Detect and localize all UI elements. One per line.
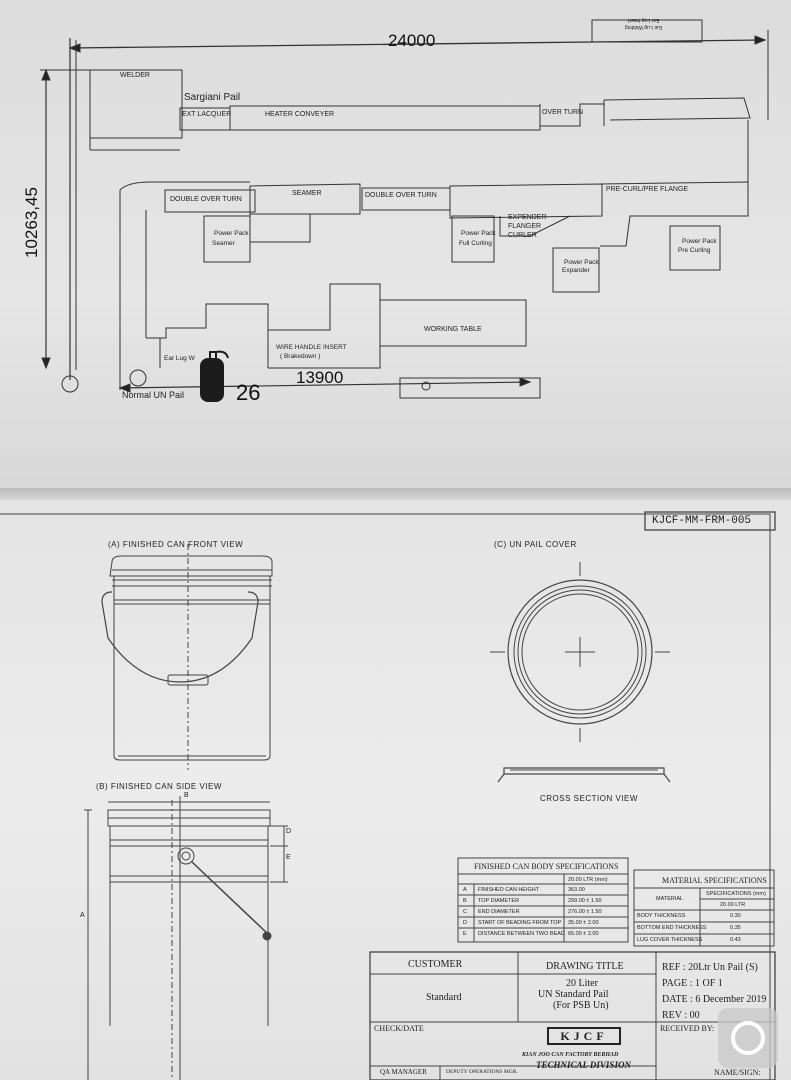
material-value: 0.35 [730,925,741,931]
floor-layout-drawing [40,19,769,402]
label-expender: EXPENDER [508,214,547,221]
label-pp-precurl-1: Power Pack [682,238,717,245]
qa-manager: QA MANAGER [380,1068,427,1076]
cross-section-title: CROSS SECTION VIEW [540,794,638,803]
spec-code: D [463,920,467,926]
label-over-turn: OVER TURN [542,109,584,116]
label-pp-curling-1: Power Pack [461,230,496,237]
material-name: LUG COVER THICKNESS [637,937,703,943]
label-sargiani: Sargiani Pail [184,92,241,103]
division-name: TECHNICAL DIVISION [536,1060,631,1070]
label-ext-lacquer: EXT LACQUER [182,111,232,118]
label-normal-un-pail: Normal UN Pail [122,390,185,400]
body-spec-header: 20.00 LTR (mm) [568,877,608,883]
rev-text: REV : 00 [662,1010,700,1021]
label-pp-expander-1: Power Pack [564,259,599,266]
form-number: KJCF-MM-FRM-005 [652,515,752,527]
fire-extinguisher-icon [200,358,224,402]
spec-name: END DIAMETER [478,909,520,915]
label-wire-handle-1: WIRE HANDLE INSERT [276,344,347,351]
label-welder: WELDER [120,72,150,79]
dim-letter-e: E [286,854,291,861]
drawing-title-line3: (For PSB Un) [553,1000,609,1011]
spec-name: FINISHED CAN HEIGHT [478,887,540,893]
watermark-icon [731,1021,765,1055]
label-working-table: WORKING TABLE [424,326,482,333]
label-26: 26 [236,380,261,405]
floor-layout-sheet: 24000 10263,45 13900 26 WELDER Sargiani … [0,0,791,496]
dim-letter-d: D [286,828,292,835]
label-ear-lug-welding: Ear Lug Welding [625,24,662,30]
dim-letter-b: B [184,792,189,799]
label-pp-expander-2: Expander [562,267,590,274]
dim-length: 24000 [388,31,436,50]
spec-value: 299.00 ± 1.50 [568,898,602,904]
dim-width: 10263,45 [22,187,41,258]
label-heater-conveyer: HEATER CONVEYER [265,111,335,118]
drawing-title-label: DRAWING TITLE [546,961,624,972]
drawing-title-line1: 20 Liter [566,978,598,989]
dim-partial: 13900 [296,368,344,387]
spec-code: A [463,887,467,893]
material-value: 0.43 [730,937,741,943]
sheet-gap [0,488,791,502]
view-b-title: (B) FINISHED CAN SIDE VIEW [96,782,222,791]
deputy-ops: DEPUTY OPERATIONS MGR. [446,1069,518,1075]
spec-code: C [463,909,467,915]
spec-value: 65.00 ± 2.00 [568,931,599,937]
dim-letter-a: A [80,912,85,919]
spec-col-header: SPECIFICATIONS (mm) [706,891,766,897]
spec-value: 35.00 ± 2.00 [568,920,599,926]
material-value: 0.30 [730,913,741,919]
spec-col-sub: 20.00 LTR [720,902,746,908]
label-pp-seamer-2: Seamer [212,240,235,247]
technical-drawing-sheet: KJCF KJCF-MM-FRM-005 (A) FINISHED CAN FR… [0,500,791,1080]
view-c-title: (C) UN PAIL COVER [494,540,577,549]
drawing-title-line2: UN Standard Pail [538,989,609,1000]
spec-code: E [463,931,467,937]
name-sign: NAME/SIGN: [714,1068,761,1077]
customer-label: CUSTOMER [408,959,463,970]
label-wire-handle-2: ( Brakedown ) [280,353,321,360]
label-ear-lug: Ear Lug W [164,355,195,362]
check-date: CHECK/DATE [374,1024,424,1033]
label-pp-precurl-2: Pre Curling [678,247,711,254]
label-pp-curling-2: Full Curling [459,240,492,247]
logo-text: KJCF [560,1029,607,1043]
kjcf-logo [547,1027,621,1045]
spec-name: TOP DIAMETER [478,898,520,904]
material-col-header: MATERIAL [656,896,684,902]
label-pre-curl: PRE-CURL/PRE FLANGE [606,186,689,193]
label-curler: CURLER [508,232,537,239]
label-seamer: SEAMER [292,190,322,197]
material-name: BODY THICKNESS [637,913,686,919]
spec-code: B [463,898,467,904]
company-name: KIAN JOO CAN FACTORY BERHAD [522,1052,619,1058]
spec-name: START OF BEADING FROM TOP [478,920,562,926]
watermark-badge [718,1008,778,1068]
label-double-over-turn-2: DOUBLE OVER TURN [365,192,437,199]
received-by: RECEIVED BY: [660,1024,715,1033]
customer-value: Standard [426,992,462,1003]
label-ear-lug-insert: Ear Lug Insert [628,17,660,23]
view-a-title: (A) FINISHED CAN FRONT VIEW [108,540,244,549]
spec-value: 363.00 [568,887,585,893]
spec-value: 276.00 ± 1.50 [568,909,602,915]
label-pp-seamer-1: Power Pack [214,230,249,237]
material-spec-title: MATERIAL SPECIFICATIONS [662,876,767,885]
body-spec-title: FINISHED CAN BODY SPECIFICATIONS [474,862,619,871]
spec-name: DISTANCE BETWEEN TWO BEAD [478,931,565,937]
date-text: DATE : 6 December 2019 [662,994,767,1005]
label-double-over-turn-1: DOUBLE OVER TURN [170,196,242,203]
page-text: PAGE : 1 OF 1 [662,978,723,989]
ref-text: REF : 20Ltr Un Pail (S) [662,962,758,973]
material-name: BOTTOM END THICKNESS [637,925,707,931]
label-flanger: FLANGER [508,223,542,230]
